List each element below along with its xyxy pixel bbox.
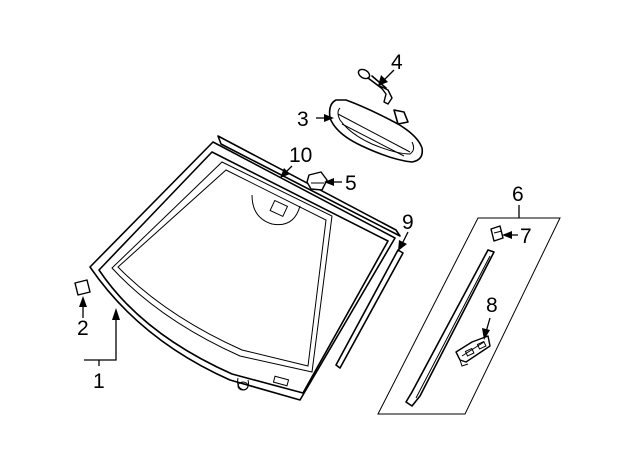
callout-4: 4 bbox=[391, 51, 403, 74]
upper-molding[interactable] bbox=[217, 135, 401, 237]
callout-10: 10 bbox=[289, 144, 312, 167]
rear-view-mirror[interactable] bbox=[328, 99, 424, 163]
side-molding[interactable] bbox=[335, 249, 404, 369]
callout-3: 3 bbox=[297, 108, 309, 131]
pillar-trim[interactable] bbox=[405, 249, 495, 407]
callout-8: 8 bbox=[486, 294, 498, 317]
callout-2: 2 bbox=[77, 317, 89, 340]
sensor-bracket[interactable] bbox=[74, 279, 91, 296]
trim-clip[interactable] bbox=[490, 225, 504, 242]
leader-lines bbox=[79, 69, 520, 366]
callout-9: 9 bbox=[402, 211, 414, 234]
callout-5: 5 bbox=[345, 172, 357, 195]
trim-bracket[interactable] bbox=[455, 335, 491, 367]
pillar-trim-box bbox=[377, 217, 561, 415]
windshield-glass[interactable] bbox=[89, 141, 396, 401]
mirror-wiring[interactable] bbox=[357, 68, 393, 105]
callout-6: 6 bbox=[512, 183, 524, 206]
callout-7: 7 bbox=[520, 225, 532, 248]
callout-1: 1 bbox=[93, 370, 105, 393]
rain-sensor-cover[interactable] bbox=[306, 171, 328, 191]
